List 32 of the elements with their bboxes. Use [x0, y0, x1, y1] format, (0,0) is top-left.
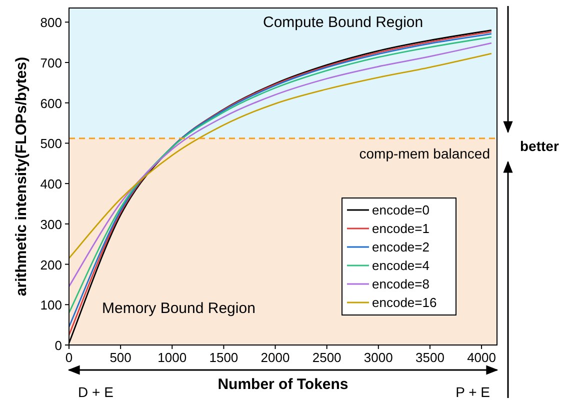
axis-title: arithmetic intensity(FLOPs/bytes) — [13, 56, 30, 296]
tick-label: 0 — [54, 338, 62, 353]
tick-label: 0 — [65, 350, 73, 365]
tick-label: 300 — [40, 216, 62, 232]
legend-label: encode=8 — [372, 276, 430, 292]
direction-label: D + E — [78, 384, 114, 400]
tick-label: 3000 — [364, 350, 393, 365]
tick-label: 700 — [40, 55, 62, 70]
legend-label: encode=2 — [372, 240, 430, 254]
region-label: Memory Bound Region — [102, 300, 256, 317]
direction-label: better — [520, 138, 559, 154]
tick-label: 500 — [40, 136, 62, 152]
threshold-label: comp-mem balanced — [359, 145, 490, 162]
direction-label: P + E — [456, 384, 490, 400]
legend-label: encode=0 — [372, 202, 430, 218]
legend-label: encode=4 — [372, 258, 430, 273]
tick-label: 500 — [110, 350, 132, 365]
tick-label: 4000 — [467, 350, 496, 365]
axis-title: Number of Tokens — [218, 376, 348, 393]
region-label: Compute Bound Region — [263, 14, 424, 31]
tick-label: 800 — [40, 15, 62, 30]
tick-label: 400 — [40, 176, 62, 192]
tick-label: 3500 — [416, 350, 444, 365]
tick-label: 1500 — [209, 350, 238, 365]
tick-label: 2000 — [260, 350, 290, 365]
legend-label: encode=16 — [372, 295, 437, 310]
tick-label: 2500 — [312, 350, 342, 365]
tick-label: 1000 — [158, 350, 187, 365]
tick-label: 600 — [40, 96, 62, 111]
tick-label: 100 — [40, 298, 62, 313]
legend-label: encode=1 — [372, 221, 430, 236]
tick-label: 200 — [40, 257, 62, 272]
